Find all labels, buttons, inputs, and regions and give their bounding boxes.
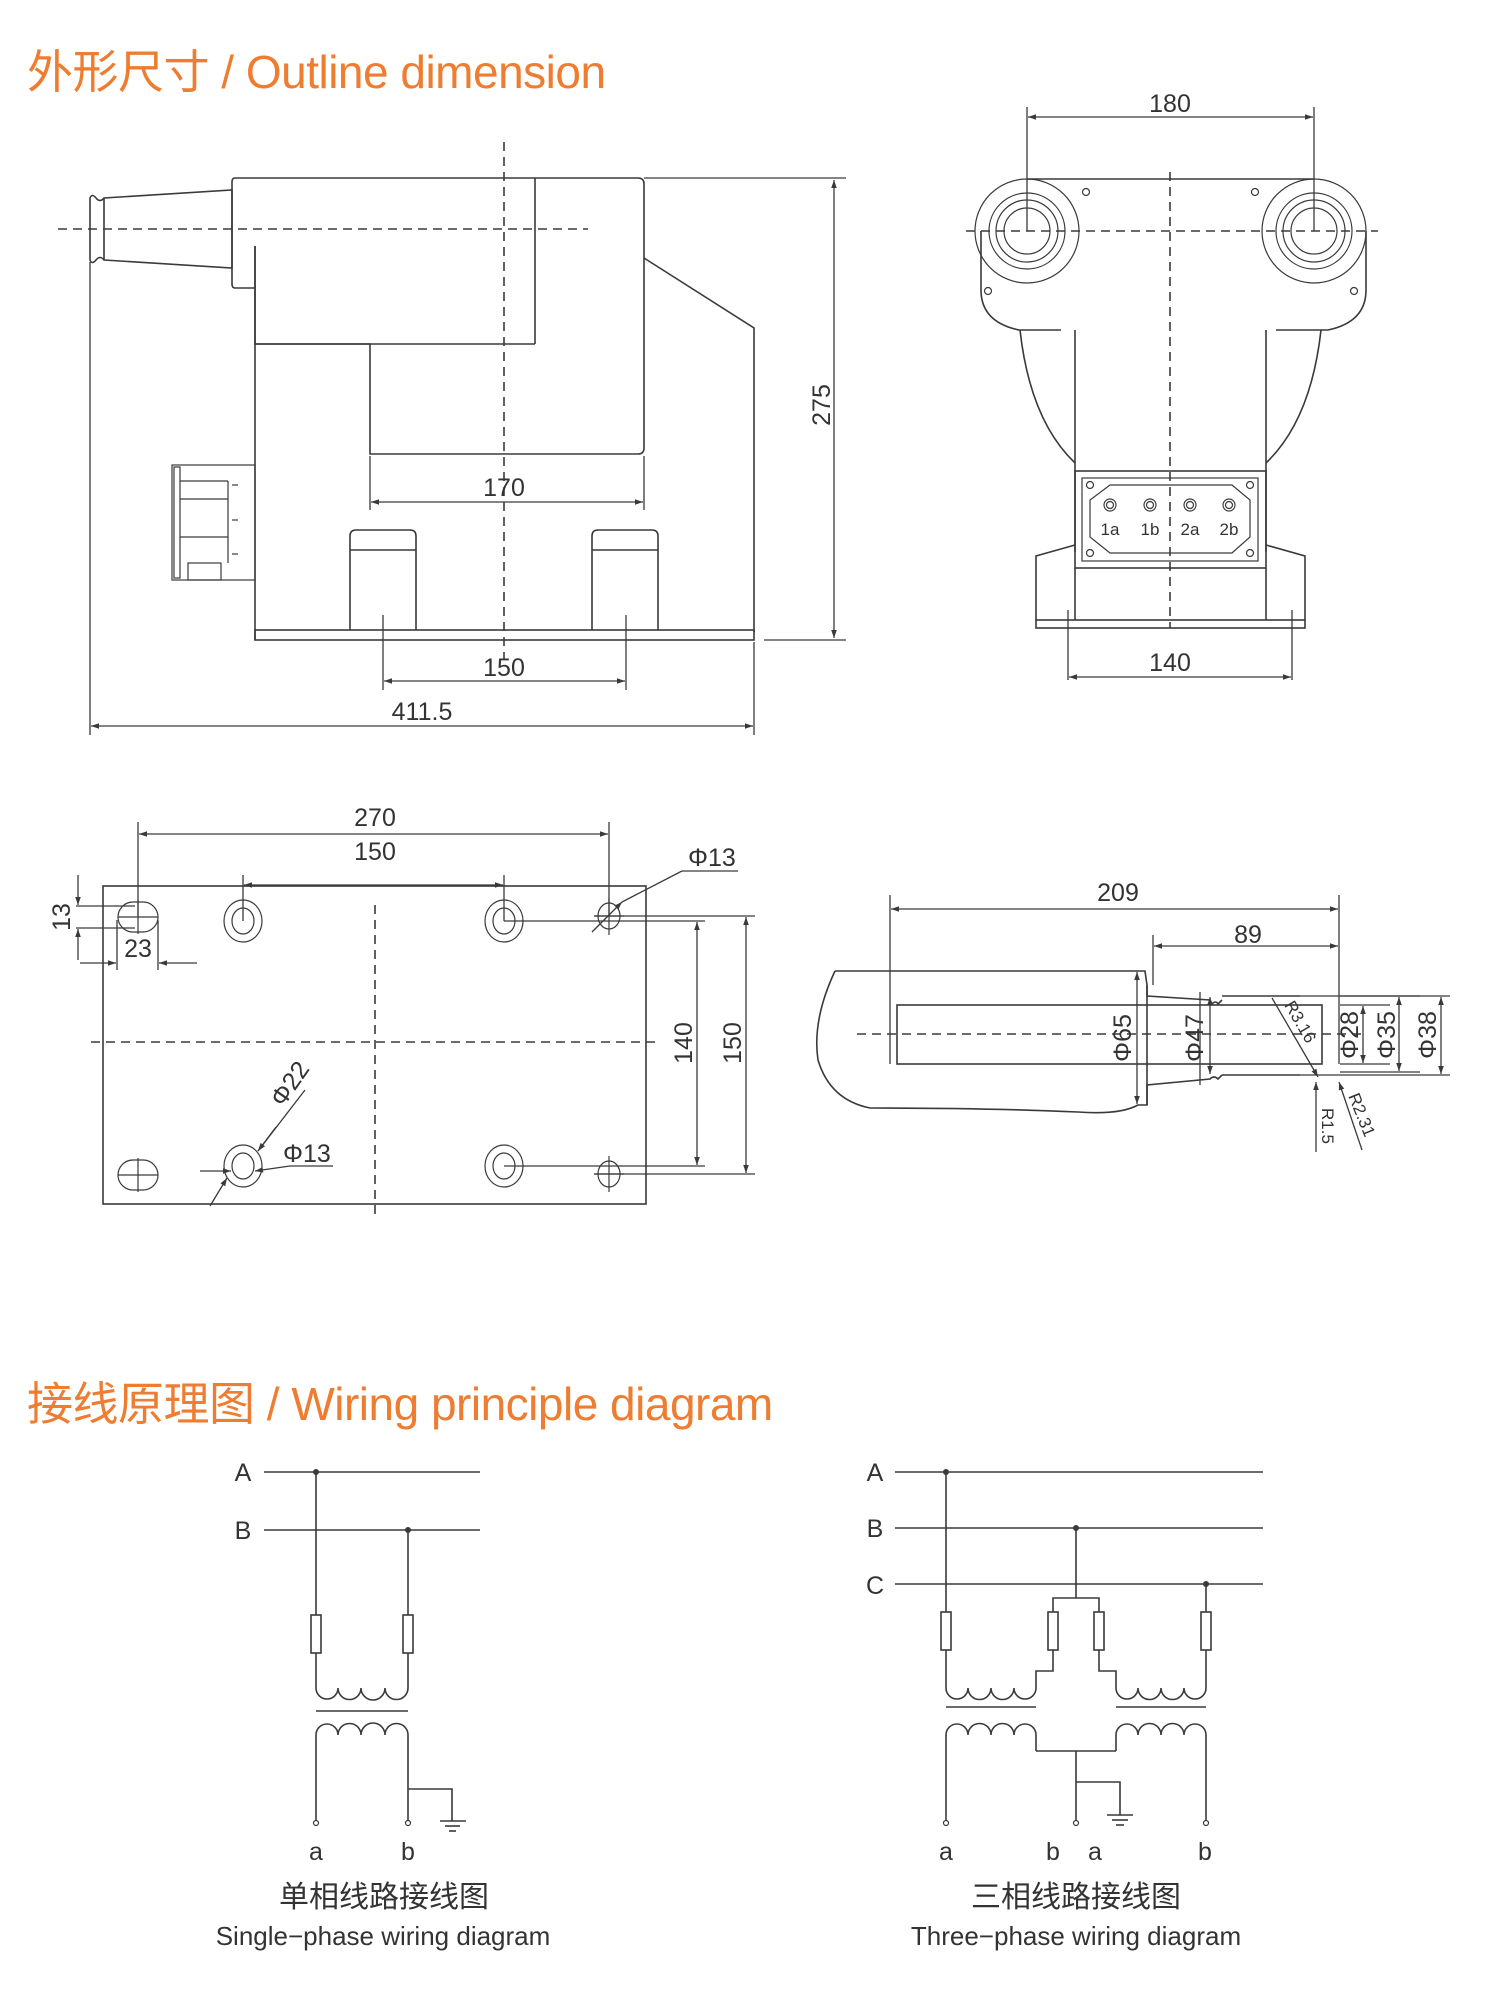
dia-28: Φ28 <box>1336 1011 1364 1059</box>
side-view: 275 170 150 411.5 <box>58 142 846 735</box>
dim-209: 209 <box>1097 879 1139 907</box>
dim-140-plan: 140 <box>670 1022 698 1064</box>
dim-411-5: 411.5 <box>392 698 453 726</box>
phase-label-c: C <box>866 1572 884 1600</box>
dim-150-holes: 150 <box>354 838 396 866</box>
phase-label-b: B <box>235 1517 252 1545</box>
secondary-winding <box>315 1722 409 1820</box>
dia-65: Φ65 <box>1109 1014 1137 1062</box>
phase-label-a: A <box>235 1459 252 1487</box>
dia-35: Φ35 <box>1373 1011 1401 1059</box>
three-caption-en: Three−phase wiring diagram <box>911 1921 1241 1951</box>
side-head <box>231 177 645 455</box>
output-a: a <box>309 1838 323 1866</box>
dim-170: 170 <box>483 474 525 502</box>
dim-23-slot: 23 <box>124 935 152 963</box>
output-a2: a <box>1088 1838 1102 1866</box>
fuse-left <box>310 1614 322 1654</box>
dim-89: 89 <box>1234 921 1262 949</box>
single-phase-diagram: A B a b 单相线路接线图 Single−phase wiring diag… <box>216 1459 551 1951</box>
terminal-posts <box>1103 498 1236 512</box>
side-terminal-box <box>171 464 256 581</box>
primary-winding <box>315 1653 409 1701</box>
dia-38: Φ38 <box>1414 1011 1442 1059</box>
counterbore-holes <box>223 899 524 1188</box>
output-b: b <box>401 1838 415 1866</box>
dim-140-base: 140 <box>1149 649 1191 677</box>
terminal-2a: 2a <box>1181 520 1200 539</box>
single-caption-cn: 单相线路接线图 <box>279 1880 489 1915</box>
base-plan-view: 270 150 13 23 Φ13 Φ22 Φ13 1 <box>48 804 755 1218</box>
dim-phi13-bottom: Φ13 <box>283 1140 331 1168</box>
dim-phi13-top: Φ13 <box>688 844 736 872</box>
dim-275: 275 <box>808 384 836 426</box>
terminal-2b: 2b <box>1220 520 1239 539</box>
terminal-1a: 1a <box>1101 520 1120 539</box>
three-caption-cn: 三相线路接线图 <box>971 1880 1181 1915</box>
phase-label-a: A <box>867 1459 884 1487</box>
dim-180: 180 <box>1149 90 1191 118</box>
dim-150-feet: 150 <box>483 654 525 682</box>
dim-270: 270 <box>354 804 396 832</box>
dia-47: Φ47 <box>1181 1014 1209 1062</box>
single-caption-en: Single−phase wiring diagram <box>216 1921 551 1951</box>
output-b1: b <box>1046 1838 1060 1866</box>
wiring-diagram-title: 接线原理图 / Wiring principle diagram <box>27 1378 773 1430</box>
outline-dimension-title: 外形尺寸 / Outline dimension <box>27 46 606 98</box>
output-a1: a <box>939 1838 953 1866</box>
output-b2: b <box>1198 1838 1212 1866</box>
three-phase-diagram: A B C <box>866 1459 1263 1951</box>
fuse-right <box>402 1614 414 1654</box>
dim-13-slot: 13 <box>48 903 76 931</box>
terminal-1b: 1b <box>1141 520 1160 539</box>
radius-1-5: R1.5 <box>1318 1108 1337 1144</box>
front-view: 1a 1b 2a 2b 180 140 <box>966 90 1378 680</box>
phase-label-b: B <box>867 1515 884 1543</box>
bushing-detail-view: 209 89 Φ65 Φ47 Φ28 Φ35 Φ38 R3.16 R1.5 R2… <box>815 879 1450 1152</box>
dim-phi22: Φ22 <box>265 1056 315 1111</box>
dim-150-plan: 150 <box>719 1022 747 1064</box>
